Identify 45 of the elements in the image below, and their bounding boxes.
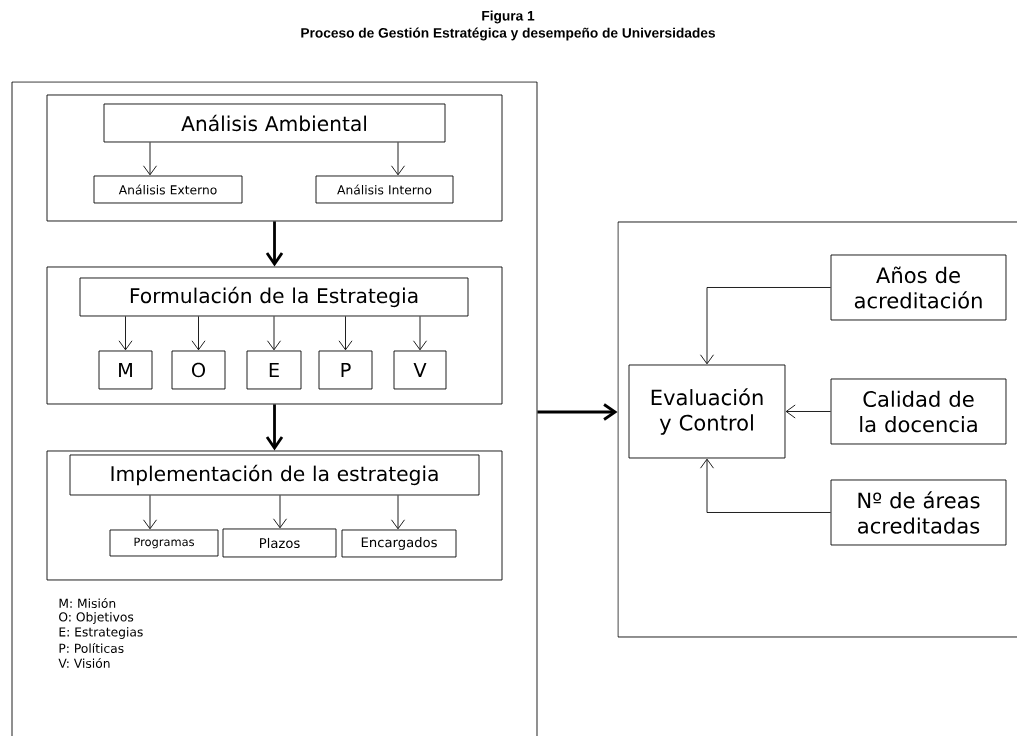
process-box: Plazos: [222, 528, 337, 558]
legend-note: O: Objetivos: [59, 612, 134, 624]
arrow: [413, 316, 427, 351]
group-box: [46, 266, 503, 405]
process-box: Análisis Interno: [315, 175, 454, 204]
arrow: [265, 404, 284, 451]
process-box: Calidad de la docencia: [830, 378, 1007, 445]
arrow: [118, 316, 133, 351]
process-box: Análisis Ambiental: [103, 103, 446, 143]
legend-note: E: Estrategias: [59, 627, 143, 639]
legend-note: P: Políticas: [59, 643, 124, 653]
process-box: Años de acreditación: [830, 254, 1007, 321]
legend-note: V: Visión: [58, 658, 110, 668]
figure-title: Proceso de Gestión Estratégica y desempeño de Universidades: [301, 27, 715, 41]
arrow: [265, 221, 284, 267]
letter-box: M: [98, 350, 153, 390]
arrow: [537, 403, 618, 421]
letter-box: P: [318, 350, 373, 390]
process-box: Encargados: [341, 529, 457, 558]
process-box: Formulación de la Estrategia: [79, 277, 469, 317]
arrow: [143, 495, 157, 530]
arrow: [267, 316, 281, 351]
arrow: [191, 316, 206, 351]
arrow: [338, 316, 353, 351]
legend-note: M: Misión: [59, 598, 116, 608]
group-box: [46, 94, 503, 222]
figure-title: Figura 1: [482, 10, 535, 24]
process-box: Análisis Externo: [93, 175, 243, 204]
arrow: [143, 142, 157, 176]
process-box: Programas: [109, 529, 219, 557]
process-box: Evaluación y Control: [628, 364, 786, 459]
arrow: [273, 495, 287, 529]
process-box: Nº de áreas acreditadas: [830, 479, 1007, 546]
letter-box: E: [246, 350, 302, 390]
arrow: [391, 142, 405, 176]
outer-panel: [11, 81, 538, 736]
arrow: [391, 495, 405, 530]
process-box: Implementación de la estrategia: [69, 454, 480, 496]
letter-box: O: [171, 350, 226, 390]
arrow: [700, 458, 831, 513]
group-box: [46, 450, 503, 581]
letter-box: V: [393, 350, 447, 390]
arrow: [700, 287, 831, 365]
arrow: [785, 404, 831, 419]
outer-panel: [617, 221, 1017, 638]
